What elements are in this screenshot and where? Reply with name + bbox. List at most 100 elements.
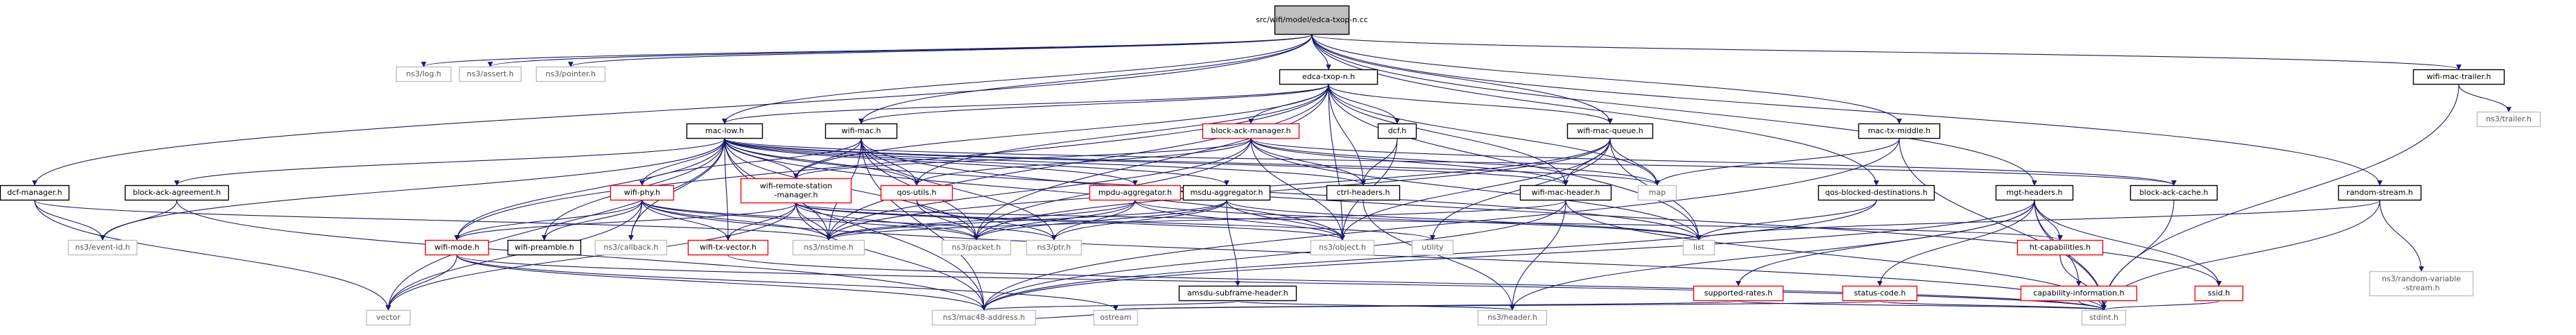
node-statuscode[interactable]: status-code.h bbox=[1842, 285, 1918, 302]
node-utility: utility bbox=[1411, 239, 1454, 256]
node-mgth[interactable]: mgt-headers.h bbox=[1995, 184, 2074, 201]
node-htcap[interactable]: ht-capabilities.h bbox=[2016, 239, 2104, 256]
edge-wmheader-to-mac48 bbox=[981, 200, 1566, 311]
node-label: wifi-mac-queue.h bbox=[1577, 126, 1643, 135]
edge-edcatxop-to-wmheader bbox=[1328, 84, 1568, 186]
node-box bbox=[1279, 69, 1378, 85]
node-ssid[interactable]: ssid.h bbox=[2194, 285, 2244, 302]
node-mpduagg[interactable]: mpdu-aggregator.h bbox=[1089, 184, 1182, 201]
node-box bbox=[1026, 239, 1082, 256]
node-wmtrailer[interactable]: wifi-mac-trailer.h bbox=[2412, 69, 2505, 85]
node-bacache[interactable]: block-ack-cache.h bbox=[2129, 184, 2218, 201]
edge-wmqueue-to-object bbox=[1340, 138, 1611, 241]
edge-wrsm-to-wtxvec bbox=[725, 203, 797, 241]
node-capinfo[interactable]: capability-information.h bbox=[2020, 285, 2138, 302]
node-wifimac[interactable]: wifi-mac.h bbox=[824, 123, 898, 139]
node-box bbox=[1519, 184, 1612, 201]
edge-wifimode-to-mac48 bbox=[456, 255, 987, 311]
edge-amsdu-to-mac48 bbox=[981, 300, 1238, 311]
node-label: wifi-mode.h bbox=[435, 243, 480, 252]
node-amsdu[interactable]: amsdu-subframe-header.h bbox=[1178, 285, 1297, 302]
node-mactxm[interactable]: mac-tx-middle.h bbox=[1858, 123, 1941, 139]
node-label: capability-information.h bbox=[2033, 289, 2124, 298]
node-msduagg[interactable]: msdu-aggregator.h bbox=[1182, 184, 1271, 201]
edge-edcatxop-to-wrsm bbox=[793, 84, 1329, 179]
node-nstrailer: ns3/trailer.h bbox=[2476, 111, 2541, 128]
edge-maclow-to-msduagg bbox=[724, 138, 1229, 186]
node-label: qos-utils.h bbox=[897, 188, 936, 197]
node-wrsm[interactable]: wifi-remote-station-manager.h bbox=[740, 178, 852, 204]
node-wifimode[interactable]: wifi-mode.h bbox=[424, 239, 490, 256]
node-label: ns3/callback.h bbox=[604, 243, 659, 252]
node-wmqueue[interactable]: wifi-mac-queue.h bbox=[1566, 123, 1654, 139]
node-pointer: ns3/pointer.h bbox=[535, 66, 606, 83]
edge-supprates-to-stdint bbox=[1738, 300, 2107, 311]
node-label: block-ack-agreement.h bbox=[132, 188, 221, 197]
node-box bbox=[2020, 285, 2138, 302]
node-box bbox=[1842, 285, 1918, 302]
node-label: utility bbox=[1421, 243, 1444, 252]
node-wifiphy[interactable]: wifi-phy.h bbox=[610, 184, 675, 201]
node-label: ns3/ptr.h bbox=[1037, 243, 1071, 252]
node-edcatxop[interactable]: edca-txop-n.h bbox=[1279, 69, 1378, 85]
edge-wmqueue-to-wmheader bbox=[1563, 138, 1611, 186]
node-box bbox=[2081, 309, 2127, 326]
node-box bbox=[1310, 239, 1375, 256]
node-label: list bbox=[1693, 243, 1705, 252]
node-qosbd[interactable]: qos-blocked-destinations.h bbox=[1817, 184, 1935, 201]
edge-randstream-to-list bbox=[1696, 200, 2380, 241]
node-label: ns3/trailer.h bbox=[2486, 114, 2532, 123]
node-label: wifi-mac-header.h bbox=[1532, 188, 1600, 197]
edge-wrsm-to-object bbox=[795, 203, 1345, 241]
node-wifipre[interactable]: wifi-preamble.h bbox=[507, 239, 582, 256]
node-label: status-code.h bbox=[1854, 289, 1906, 298]
edge-root-to-wifimac bbox=[858, 34, 1313, 124]
node-dcfmgr[interactable]: dcf-manager.h bbox=[0, 184, 70, 201]
edge-mpduagg-to-packet bbox=[974, 200, 1136, 241]
node-label: block-ack-manager.h bbox=[1211, 126, 1290, 135]
edge-maclow-to-wifiphy bbox=[639, 138, 725, 186]
node-label: mgt-headers.h bbox=[2007, 188, 2063, 197]
edge-mgth-to-mac48 bbox=[981, 200, 2035, 311]
node-box bbox=[424, 239, 490, 256]
node-baagree[interactable]: block-ack-agreement.h bbox=[124, 184, 230, 201]
node-box bbox=[610, 184, 675, 201]
node-bam[interactable]: block-ack-manager.h bbox=[1202, 123, 1300, 139]
node-qosutils[interactable]: qos-utils.h bbox=[880, 184, 953, 201]
node-map: map bbox=[1637, 184, 1677, 201]
edge-maclow-to-mac48 bbox=[724, 138, 987, 311]
edge-edcatxop-to-wmqueue bbox=[1328, 84, 1613, 124]
node-ctrlh[interactable]: ctrl-headers.h bbox=[1326, 184, 1401, 201]
edge-wifimac-to-wrsm bbox=[793, 138, 862, 179]
node-maclow[interactable]: mac-low.h bbox=[686, 123, 763, 139]
node-box bbox=[1682, 239, 1715, 256]
node-label: ht-capabilities.h bbox=[2030, 243, 2091, 252]
node-label: random-stream.h bbox=[2346, 188, 2413, 197]
edge-maclow-to-mpduagg bbox=[724, 138, 1138, 186]
edge-qosbd-to-list bbox=[1696, 200, 1877, 241]
edge-wifimode-to-vector bbox=[386, 255, 458, 311]
edge-amsdu-to-nsheader bbox=[1237, 300, 1515, 311]
node-wtxvec[interactable]: wifi-tx-vector.h bbox=[687, 239, 769, 256]
node-label: ns3/mac48-address.h bbox=[943, 313, 1026, 322]
edge-wrsm-to-packet bbox=[795, 203, 979, 241]
node-box bbox=[2337, 184, 2422, 201]
node-box bbox=[1637, 184, 1677, 201]
node-root[interactable]: src/wifi/model/edca-txop-n.cc bbox=[1256, 5, 1368, 35]
edge-maclow-to-object bbox=[724, 138, 1345, 241]
edge-root-to-pointer bbox=[568, 34, 1313, 67]
node-wmheader[interactable]: wifi-mac-header.h bbox=[1519, 184, 1612, 201]
node-box bbox=[507, 239, 582, 256]
node-randstream[interactable]: random-stream.h bbox=[2337, 184, 2422, 201]
node-log: ns3/log.h bbox=[395, 66, 452, 83]
node-callback: ns3/callback.h bbox=[594, 239, 668, 256]
node-label: block-ack-cache.h bbox=[2139, 188, 2208, 197]
edge-mpduagg-to-list bbox=[1134, 200, 1702, 241]
node-supprates[interactable]: supported-rates.h bbox=[1693, 285, 1784, 302]
node-dcf[interactable]: dcf.h bbox=[1377, 123, 1417, 139]
edge-mpduagg-to-nstime bbox=[826, 200, 1136, 241]
node-box bbox=[1693, 285, 1784, 302]
node-box bbox=[824, 123, 898, 139]
node-label: ns3/packet.h bbox=[952, 243, 1001, 252]
node-label: wifi-remote-station bbox=[760, 182, 832, 191]
